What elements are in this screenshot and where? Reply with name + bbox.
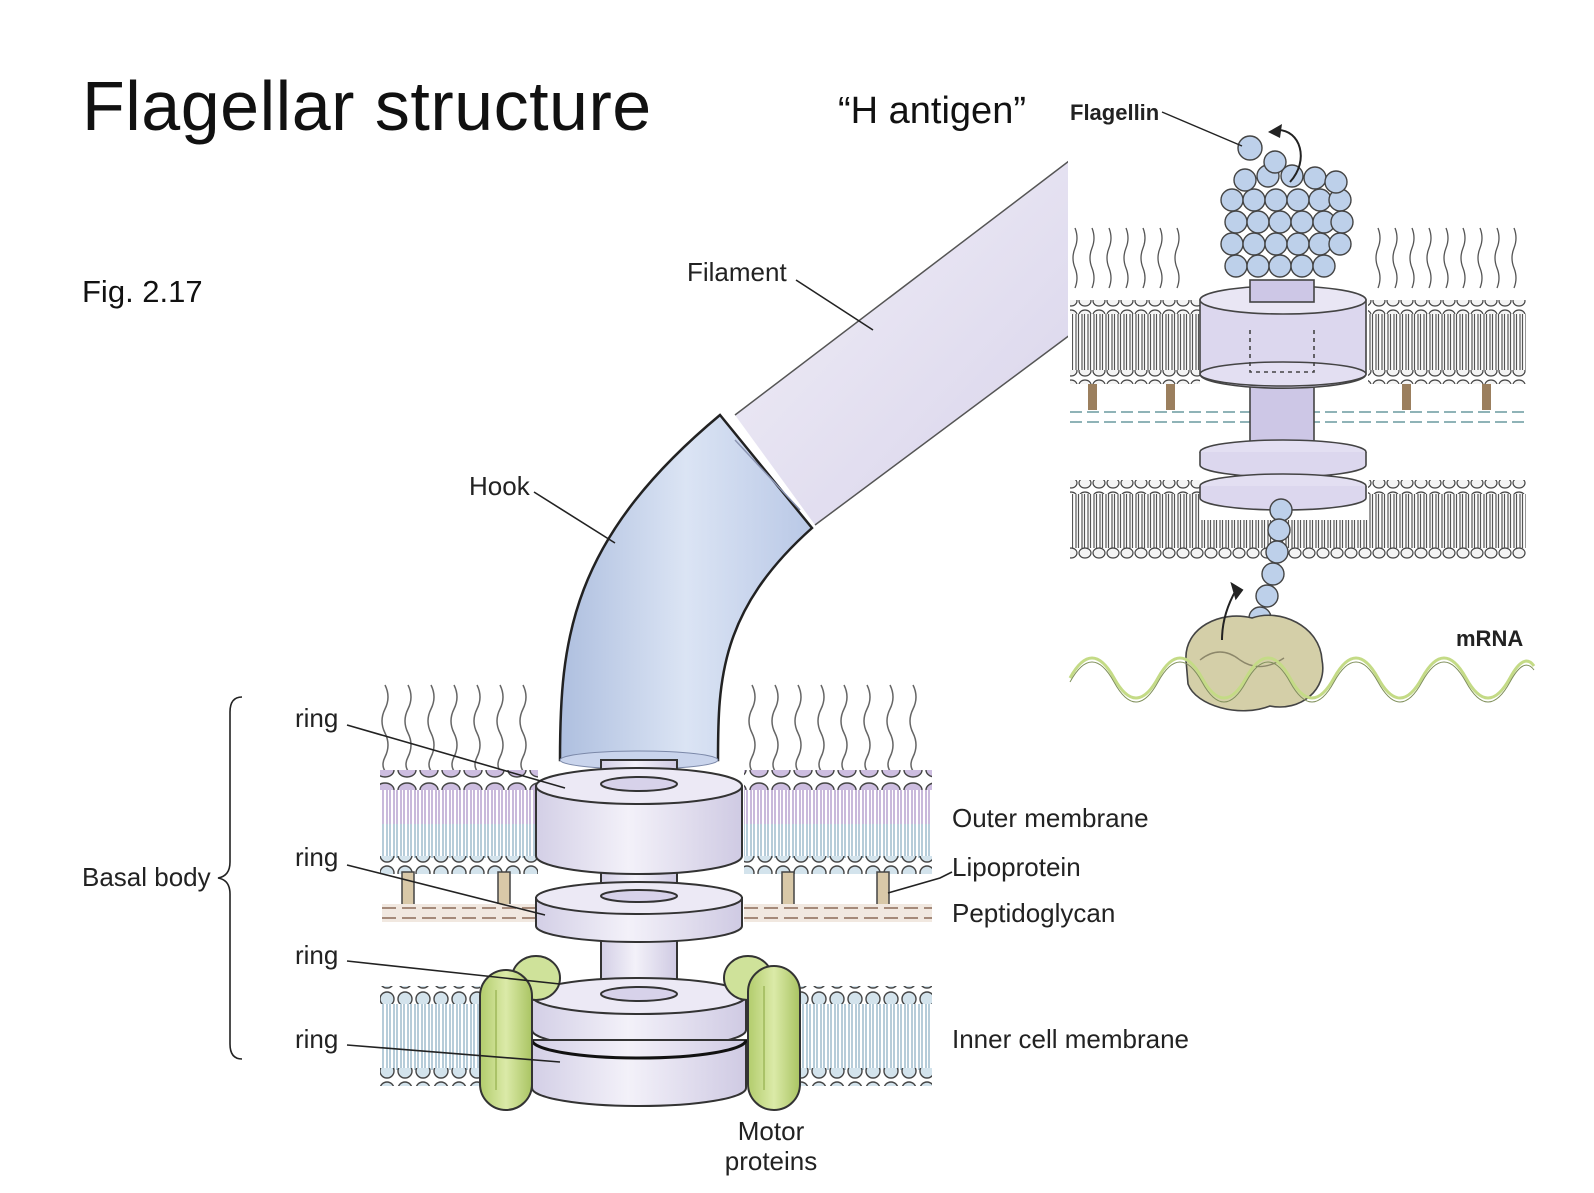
ring-label-4: ring bbox=[295, 1024, 338, 1054]
inner-membrane bbox=[380, 986, 932, 1086]
ring-label-3: ring bbox=[295, 940, 338, 970]
inset-flagellin-export: Flagellin mRNA bbox=[1068, 86, 1536, 718]
inset-basal-body bbox=[1199, 279, 1367, 511]
basal-body-label: Basal body bbox=[82, 862, 211, 892]
h-antigen-label: “H antigen” bbox=[838, 90, 1026, 132]
ms-ring bbox=[531, 977, 747, 1049]
motor-proteins bbox=[479, 955, 801, 1111]
leader-lines bbox=[346, 279, 953, 1063]
figure-reference: Fig. 2.17 bbox=[82, 274, 203, 309]
c-ring bbox=[530, 1039, 748, 1107]
basal-body-brace bbox=[217, 696, 243, 1060]
main-flagellum: Filament Hook ring ring ring ring Basal … bbox=[82, 144, 1189, 1176]
ribosome bbox=[1185, 614, 1324, 712]
p-ring bbox=[535, 881, 743, 943]
slide-title: Flagellar structure bbox=[82, 67, 652, 145]
peptidoglycan bbox=[382, 904, 932, 922]
hook-label: Hook bbox=[469, 471, 531, 501]
ring-label-1: ring bbox=[295, 703, 338, 733]
mrna-strand bbox=[1068, 656, 1536, 703]
export-arrows bbox=[1161, 111, 1302, 641]
ring-label-2: ring bbox=[295, 842, 338, 872]
inner-membrane-label: Inner cell membrane bbox=[952, 1024, 1189, 1054]
lipoprotein-label: Lipoprotein bbox=[952, 852, 1081, 882]
filament bbox=[734, 144, 1091, 526]
basal-body-rings bbox=[530, 759, 748, 1107]
l-ring bbox=[535, 767, 743, 875]
motor-label-line1: Motor bbox=[738, 1116, 805, 1146]
flagellin-cluster bbox=[1220, 135, 1354, 278]
flagellin-label: Flagellin bbox=[1070, 100, 1159, 125]
outer-membrane bbox=[380, 684, 932, 874]
lipoproteins bbox=[401, 871, 890, 907]
inset-outer-membrane bbox=[1070, 300, 1526, 384]
peptidoglycan-label: Peptidoglycan bbox=[952, 898, 1115, 928]
motor-label-line2: proteins bbox=[725, 1146, 818, 1176]
filament-label: Filament bbox=[687, 257, 787, 287]
mrna-label: mRNA bbox=[1456, 626, 1523, 651]
inset-lipoproteins bbox=[1088, 384, 1491, 410]
outer-membrane-label: Outer membrane bbox=[952, 803, 1149, 833]
inset-lps-chains bbox=[1072, 227, 1517, 289]
inset-inner-membrane bbox=[1070, 480, 1526, 560]
